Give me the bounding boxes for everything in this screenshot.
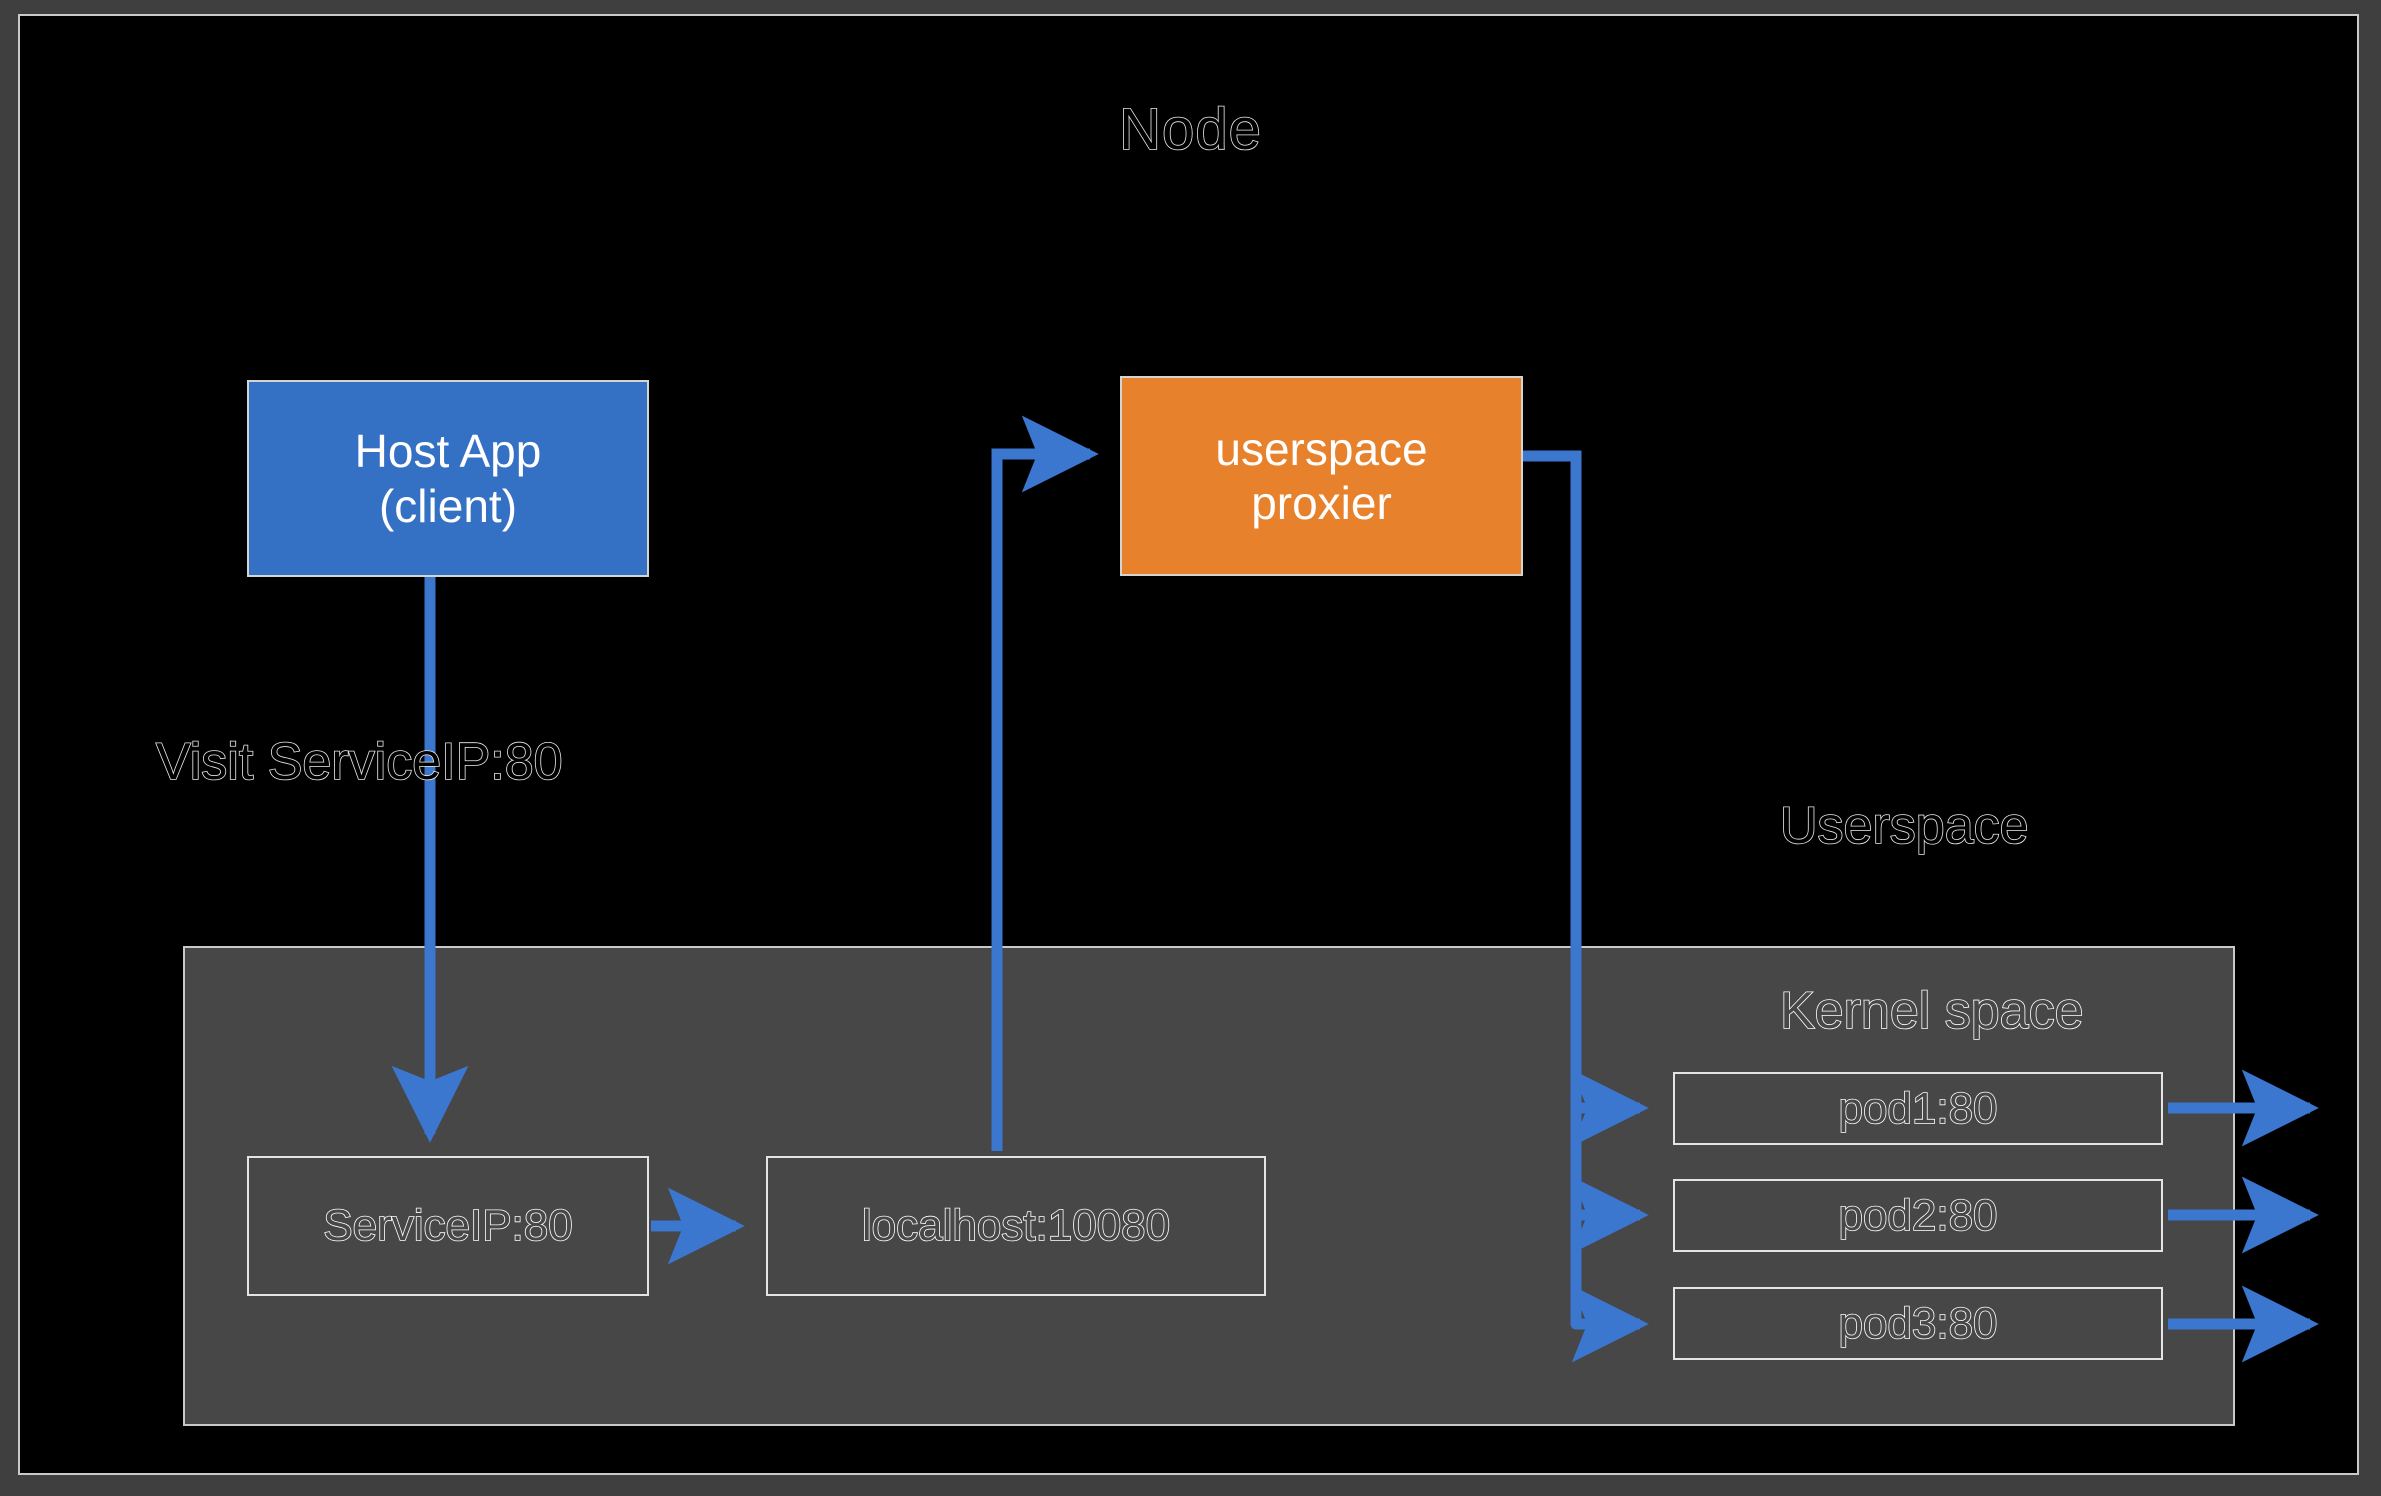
pod1-box[interactable]: pod1:80 — [1673, 1072, 2163, 1145]
host-app-box[interactable]: Host App (client) — [247, 380, 649, 577]
host-app-line2: (client) — [378, 479, 518, 532]
pod2-label: pod2:80 — [1838, 1190, 1999, 1241]
visit-serviceip-label: Visit ServiceIP:80 — [155, 732, 563, 792]
proxier-line2: proxier — [1251, 477, 1392, 529]
serviceip-label: ServiceIP:80 — [322, 1200, 573, 1251]
pod2-box[interactable]: pod2:80 — [1673, 1179, 2163, 1252]
serviceip-box[interactable]: ServiceIP:80 — [247, 1156, 649, 1296]
pod3-box[interactable]: pod3:80 — [1673, 1287, 2163, 1360]
userspace-label: Userspace — [1779, 796, 2029, 856]
pod1-label: pod1:80 — [1838, 1083, 1999, 1134]
proxier-line1: userspace — [1215, 422, 1428, 475]
localhost-box[interactable]: localhost:10080 — [766, 1156, 1266, 1296]
kernel-space-label: Kernel space — [1779, 981, 2084, 1041]
host-app-line1: Host App — [354, 425, 542, 478]
diagram-canvas: Node — [18, 14, 2359, 1475]
page-title: Node — [1118, 96, 1262, 163]
localhost-label: localhost:10080 — [861, 1200, 1171, 1251]
pod3-label: pod3:80 — [1838, 1298, 1999, 1349]
userspace-proxier-box[interactable]: userspace proxier — [1120, 376, 1523, 576]
